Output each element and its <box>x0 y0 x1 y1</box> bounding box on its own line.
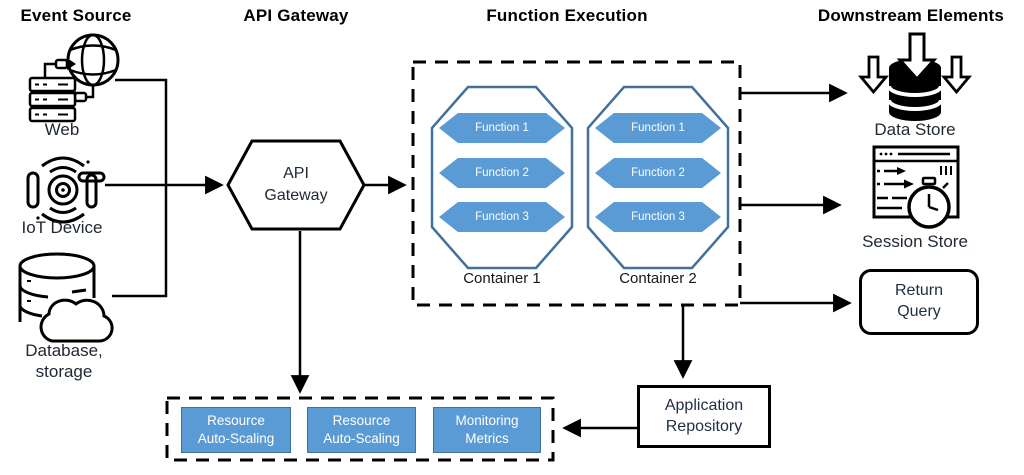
api-gateway-text-line2: Gateway <box>264 187 328 204</box>
scaling-box2-line1: Resource <box>332 413 391 429</box>
resource-auto-scaling-box-1: Resource Auto-Scaling <box>181 407 291 453</box>
iot-device-icon <box>26 156 106 224</box>
web-label: Web <box>44 120 80 139</box>
return-query-line1: Return <box>894 282 944 300</box>
data-store-label: Data Store <box>874 120 956 139</box>
api-gateway-text-line1: API <box>283 165 309 183</box>
monitoring-box-line1: Monitoring <box>455 413 519 429</box>
container1-function1: Function 1 <box>439 113 565 143</box>
function-execution-dashed-box <box>411 60 742 307</box>
resource-auto-scaling-box-2: Resource Auto-Scaling <box>307 407 416 453</box>
web-icon <box>28 33 120 123</box>
function-execution-header: Function Execution <box>486 6 648 25</box>
application-repository-line2: Repository <box>665 417 743 435</box>
scaling-dashed-box <box>165 396 555 462</box>
api-gateway-hexagon <box>226 139 366 231</box>
container2-function3: Function 3 <box>595 202 721 232</box>
database-storage-label: Database, storage <box>0 340 128 383</box>
session-store-icon <box>872 145 960 229</box>
api-gateway-node: API Gateway <box>228 140 364 230</box>
database-label-line2: storage <box>35 362 93 382</box>
event-source-header: Event Source <box>20 6 132 25</box>
api-gateway-header: API Gateway <box>243 6 349 25</box>
scaling-box2-line2: Auto-Scaling <box>323 431 400 446</box>
database-label-line1: Database, <box>25 341 103 360</box>
container2-function2: Function 2 <box>595 158 721 188</box>
container1-function3: Function 3 <box>439 202 565 232</box>
container1-function2: Function 2 <box>439 158 565 188</box>
event-source-connectors <box>105 78 224 298</box>
session-store-label: Session Store <box>862 232 968 251</box>
iot-device-label: IoT Device <box>21 218 103 237</box>
downstream-elements-header: Downstream Elements <box>817 6 1005 25</box>
application-repository-line1: Application <box>664 396 744 414</box>
application-repository-node: Application Repository <box>637 385 771 448</box>
scaling-box1-line1: Resource <box>207 413 265 429</box>
database-storage-icon <box>18 252 114 343</box>
scaling-box1-line2: Auto-Scaling <box>197 431 275 446</box>
return-query-node: Return Query <box>859 269 979 335</box>
data-store-icon <box>858 32 972 121</box>
monitoring-metrics-box: Monitoring Metrics <box>433 407 541 453</box>
monitoring-box-line2: Metrics <box>465 431 509 446</box>
container2-function1: Function 1 <box>595 113 721 143</box>
container2-label: Container 2 <box>619 270 697 287</box>
container1-label: Container 1 <box>463 270 541 287</box>
return-query-line2: Query <box>897 303 941 320</box>
